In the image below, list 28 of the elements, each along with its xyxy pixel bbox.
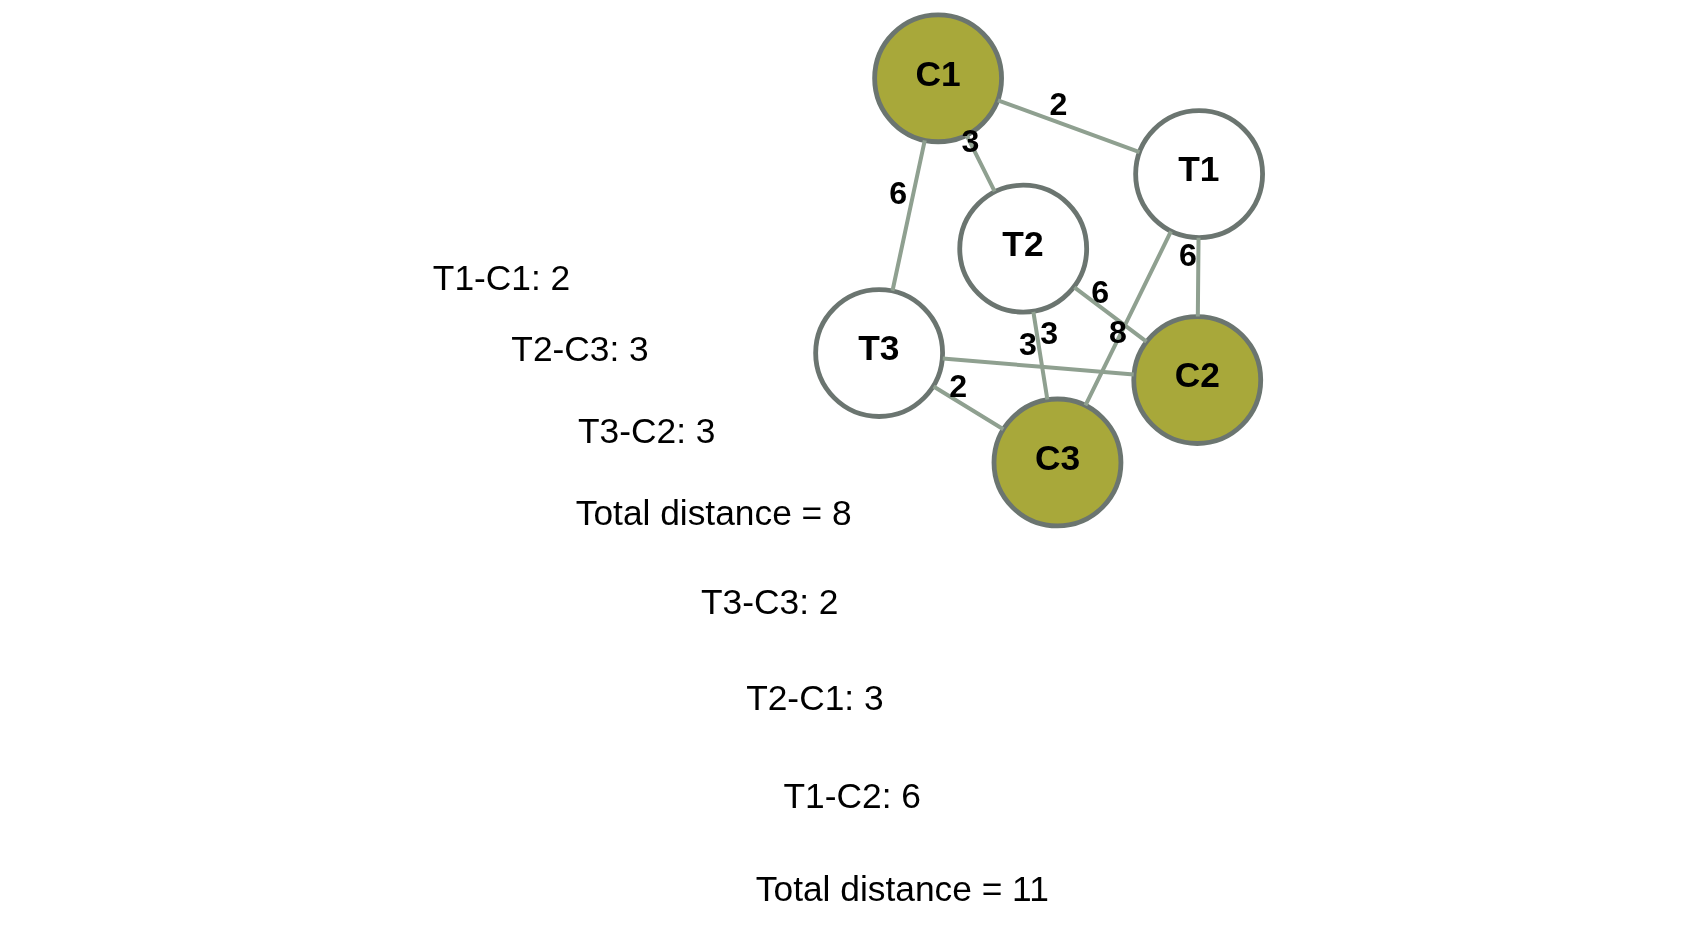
node-circle: C3 [991, 396, 1124, 529]
connector [890, 140, 927, 292]
connector [932, 384, 1005, 431]
node-circle: T1 [1133, 108, 1265, 240]
label: Total distance = 8 [575, 492, 852, 532]
edge-label: 8 [1108, 313, 1127, 350]
label: T3-C3: 2 [701, 582, 839, 622]
edge-label: 6 [889, 175, 908, 212]
connector [1031, 311, 1050, 400]
connector [942, 356, 1134, 377]
edge-label: 3 [1040, 315, 1059, 352]
label: T3-C2: 3 [578, 410, 716, 450]
connector [997, 98, 1141, 155]
edge-label: 2 [1049, 86, 1068, 123]
edge-label: 2 [949, 367, 968, 404]
node-circle: C2 [1131, 314, 1264, 446]
connector [1195, 237, 1201, 317]
connector [1073, 285, 1148, 344]
label: T1-C2: 6 [783, 776, 921, 816]
edge-label: 3 [1018, 326, 1037, 363]
label: T2-C1: 3 [746, 677, 884, 717]
label: Total distance = 11 [755, 869, 1049, 909]
label: T2-C3: 3 [511, 329, 649, 368]
label: T1-C1: 2 [432, 258, 571, 298]
connector [1083, 230, 1173, 407]
node-circle: T2 [957, 182, 1090, 315]
node-circle: T3 [813, 287, 945, 419]
edge-label: 6 [1091, 274, 1110, 311]
